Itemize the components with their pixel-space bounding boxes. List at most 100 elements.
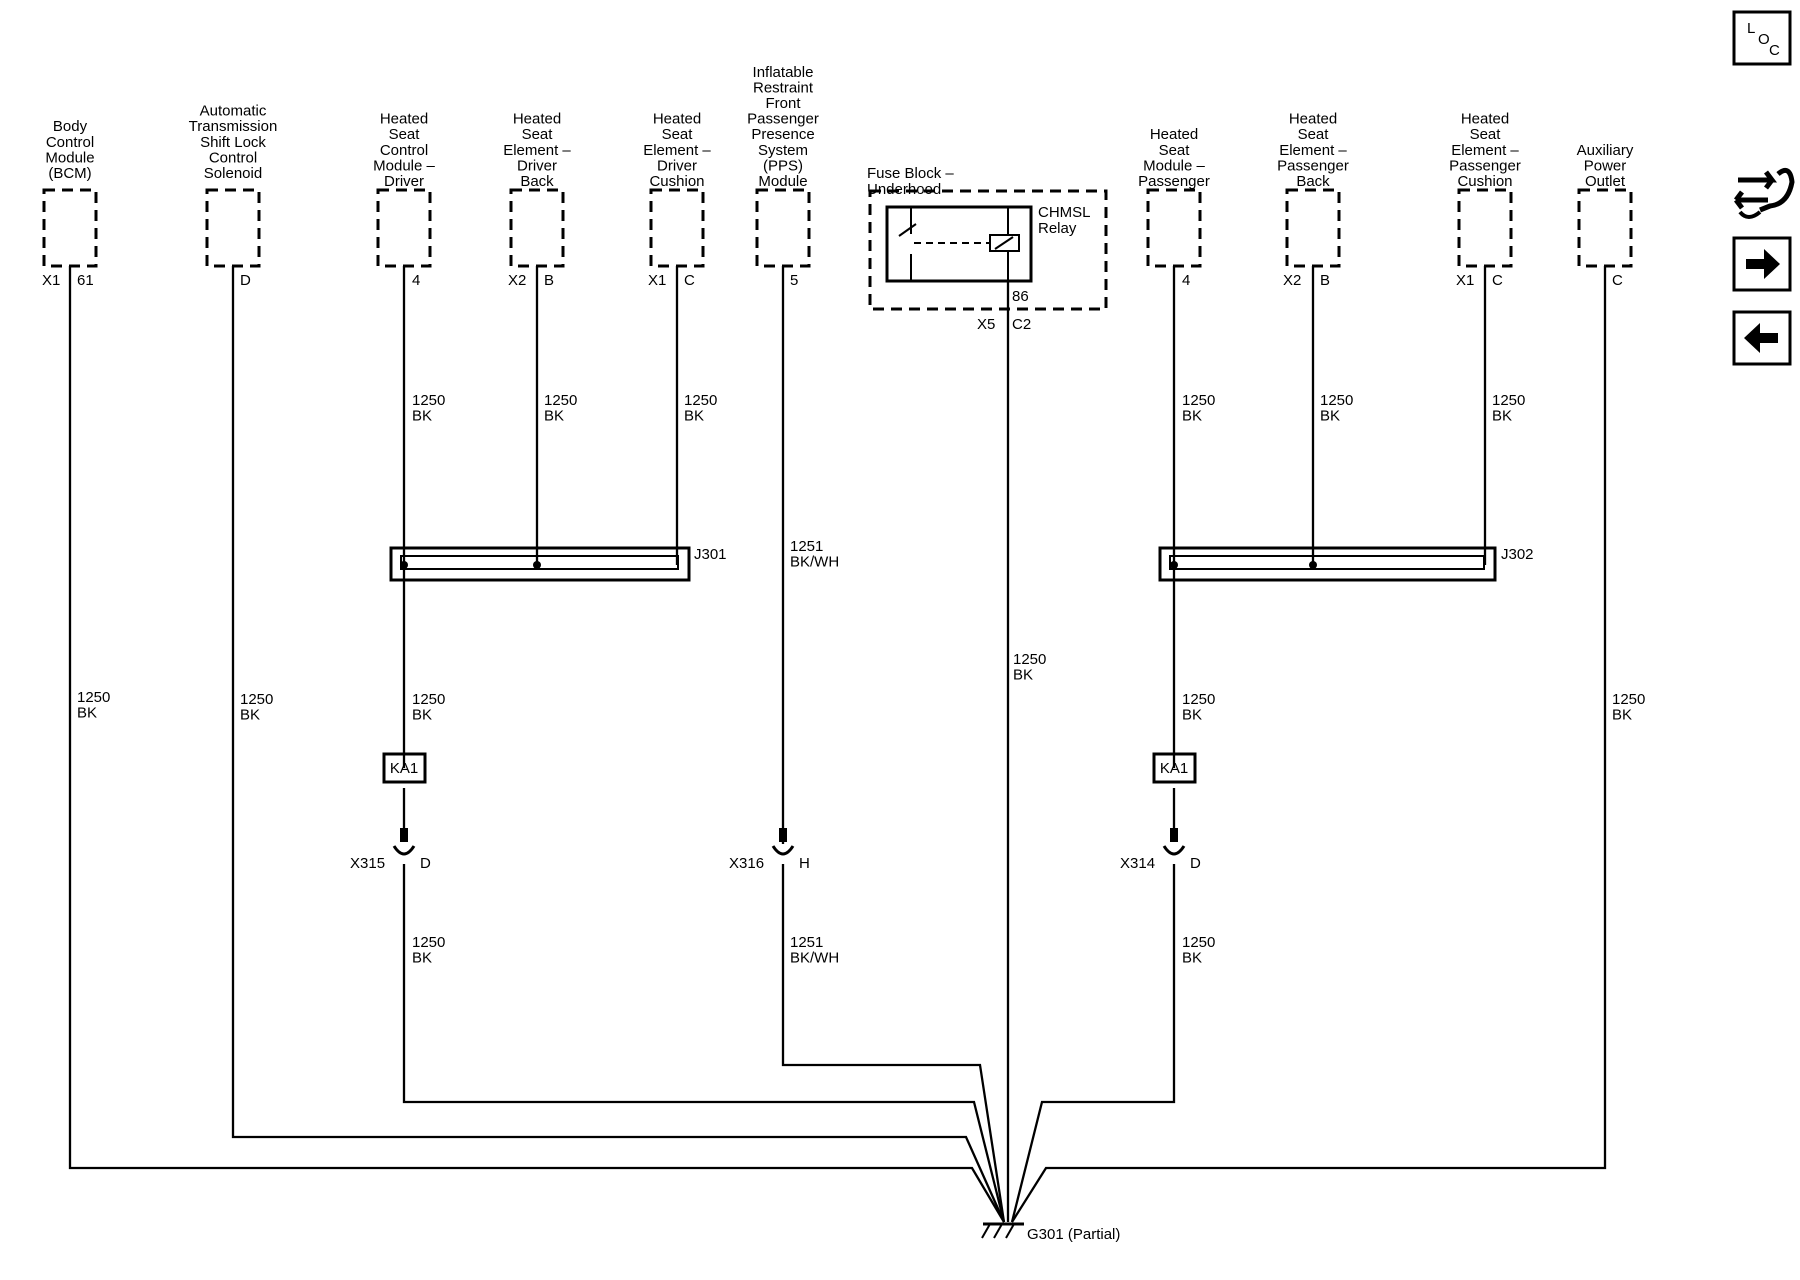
hse-driver-back-pin: B xyxy=(544,272,554,289)
hsm-passenger-box xyxy=(1146,188,1202,268)
hscm-driver-label-line: Control xyxy=(380,142,428,159)
relay-pin: 86 xyxy=(1012,288,1029,305)
connector-x314-icon xyxy=(1162,845,1186,856)
wire-color-code: BK xyxy=(544,408,564,425)
component-boxes xyxy=(42,188,1633,268)
hse-driver-back-label-line: Heated xyxy=(513,111,561,128)
wire-color-code: BK xyxy=(1013,667,1033,684)
hsm-passenger-pin: 4 xyxy=(1182,272,1190,289)
pps-label-line: Restraint xyxy=(753,79,814,96)
fuse-block-pin: C2 xyxy=(1012,316,1031,333)
hse-passenger-cushion-label-line: Passenger xyxy=(1449,157,1521,174)
connector-x315-pin: D xyxy=(420,855,431,872)
wire-bcm xyxy=(68,266,1005,1223)
hse-passenger-back-label-line: Element – xyxy=(1279,142,1347,159)
ground-symbol xyxy=(981,1222,1024,1239)
ka1-right-label: KA1 xyxy=(1160,760,1188,777)
shift-lock-label-line: Transmission xyxy=(189,118,278,135)
wire-circuit-number: 1250 xyxy=(1182,691,1215,708)
previous-page-button[interactable] xyxy=(1732,310,1792,366)
next-page-button[interactable] xyxy=(1732,236,1792,292)
component-labels: BodyControlModule(BCM)AutomaticTransmiss… xyxy=(45,64,1633,190)
wire-circuit-number: 1250 xyxy=(1320,392,1353,409)
shift-lock-label-line: Solenoid xyxy=(204,165,262,182)
wire-color-code: BK xyxy=(1182,707,1202,724)
hse-driver-cushion-box xyxy=(649,188,705,268)
connector-x314-pin: D xyxy=(1190,855,1201,872)
hse-passenger-cushion-pin: C xyxy=(1492,272,1503,289)
arrow-right-icon xyxy=(1746,249,1780,279)
splices xyxy=(389,546,1497,582)
hse-passenger-back-label-line: Back xyxy=(1296,173,1330,190)
hscm-driver-box xyxy=(376,188,432,268)
hse-passenger-cushion-connector: X1 xyxy=(1456,272,1474,289)
connector-x316-pin: H xyxy=(799,855,810,872)
hscm-driver-pin: 4 xyxy=(412,272,420,289)
hse-driver-back-label-line: Back xyxy=(520,173,554,190)
wire-circuit-number: 1250 xyxy=(412,691,445,708)
aux-outlet-label-line: Power xyxy=(1584,157,1627,174)
wire-color-code: BK xyxy=(240,707,260,724)
wire-x316-ground xyxy=(781,864,1006,1223)
hse-driver-cushion-label-line: Heated xyxy=(653,111,701,128)
connector-x314-name: X314 xyxy=(1120,855,1155,872)
hse-driver-back-connector: X2 xyxy=(508,272,526,289)
hse-driver-back-label-line: Seat xyxy=(522,126,554,143)
hse-passenger-cushion-label-line: Seat xyxy=(1470,126,1502,143)
hsm-passenger-label-line: Seat xyxy=(1159,142,1191,159)
splice-j301 xyxy=(389,546,691,582)
bcm-box xyxy=(42,188,98,268)
relay-switch-contact xyxy=(898,223,917,237)
chmsl-relay-box xyxy=(885,205,1033,283)
bcm-pin: 61 xyxy=(77,272,94,289)
pps-label-line: Module xyxy=(758,173,807,190)
hse-driver-back-label-line: Driver xyxy=(517,157,557,174)
connector-x315-icon xyxy=(392,845,416,856)
hscm-driver-label-line: Heated xyxy=(380,111,428,128)
hse-passenger-back-box xyxy=(1285,188,1341,268)
pps-label-line: System xyxy=(758,142,808,159)
wire-circuit-number: 1250 xyxy=(1612,691,1645,708)
ka1-left-box xyxy=(382,752,427,784)
hse-passenger-back-connector: X2 xyxy=(1283,272,1301,289)
loc-letter-o: O xyxy=(1758,31,1770,48)
aux-outlet-box xyxy=(1577,188,1633,268)
wire-x314-ground xyxy=(1010,864,1176,1223)
sidebar: L O C xyxy=(1732,10,1795,366)
wiring-harness-icon[interactable] xyxy=(1734,167,1795,219)
wire-color-code: BK/WH xyxy=(790,950,839,967)
loc-letter-l: L xyxy=(1747,20,1755,37)
hse-driver-back-box xyxy=(509,188,565,268)
splice-j302 xyxy=(1158,546,1497,582)
hse-passenger-cushion-label-line: Element – xyxy=(1451,142,1519,159)
fuse-block-label-1: Fuse Block – xyxy=(867,165,954,182)
inline-connectors xyxy=(392,828,1186,856)
wire-circuit-number: 1251 xyxy=(790,934,823,951)
wire-circuit-number: 1250 xyxy=(1013,651,1046,668)
fuse-block-box xyxy=(868,189,1108,311)
connector-x316-name: X316 xyxy=(729,855,764,872)
bcm-label-line: Control xyxy=(46,134,94,151)
hscm-driver-label-line: Driver xyxy=(384,173,424,190)
relay-label-2: Relay xyxy=(1038,220,1077,237)
hse-passenger-cushion-label-line: Cushion xyxy=(1457,173,1512,190)
shift-lock-pin: D xyxy=(240,272,251,289)
wire-color-code: BK xyxy=(1182,950,1202,967)
wire-color-code: BK xyxy=(1320,408,1340,425)
wire-color-code: BK xyxy=(412,707,432,724)
wire-color-code: BK xyxy=(412,408,432,425)
hse-passenger-back-pin: B xyxy=(1320,272,1330,289)
splice-j301-label: J301 xyxy=(694,546,727,563)
hse-driver-cushion-label-line: Element – xyxy=(643,142,711,159)
hse-passenger-back-label-line: Seat xyxy=(1298,126,1330,143)
wire-circuit-number: 1250 xyxy=(544,392,577,409)
ka1-right-box xyxy=(1152,752,1197,784)
aux-outlet-pin: C xyxy=(1612,272,1623,289)
pps-label-line: (PPS) xyxy=(763,157,803,174)
wire-color-code: BK/WH xyxy=(790,554,839,571)
loc-button[interactable]: L O C xyxy=(1732,10,1792,66)
shift-lock-label-line: Automatic xyxy=(200,103,267,120)
wire-circuit-number: 1251 xyxy=(790,538,823,555)
wire-color-code: BK xyxy=(77,705,97,722)
wire-circuit-number: 1250 xyxy=(1182,934,1215,951)
